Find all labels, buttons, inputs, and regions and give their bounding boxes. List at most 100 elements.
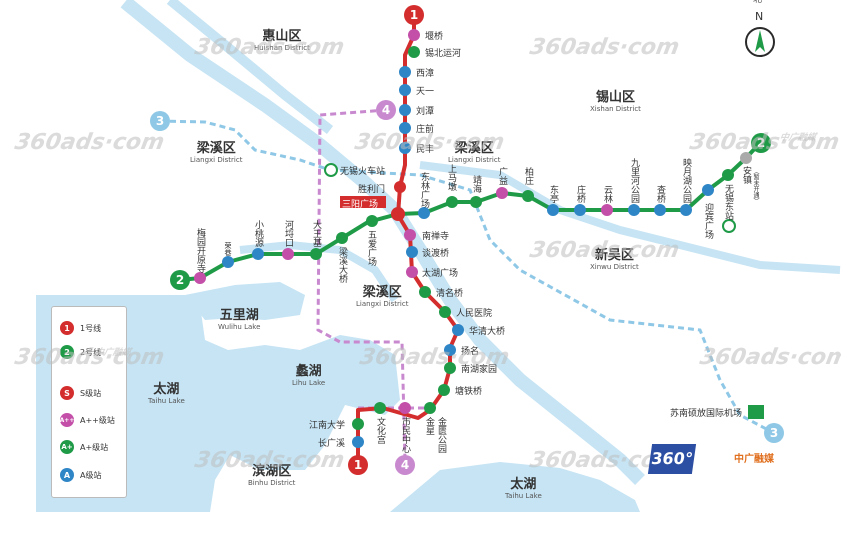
station-jiulihe xyxy=(628,204,640,216)
compass-top-label: 北 xyxy=(753,0,763,5)
station-guangyi xyxy=(496,187,508,199)
label-liangxidaqiao: 梁溪大桥 xyxy=(337,247,347,283)
airport-icon xyxy=(748,405,764,419)
line-2-badge-west: 2 xyxy=(170,270,190,290)
watermark: 360ads·com xyxy=(697,345,841,370)
compass-icon xyxy=(745,27,775,57)
railway-station-icon xyxy=(324,163,338,177)
label-shiminzhongxin: 市民中心 xyxy=(400,417,410,453)
line-3-west xyxy=(159,119,331,172)
station-shiminzhongxin xyxy=(399,402,411,414)
label-yangming: 扬名 xyxy=(461,347,480,357)
station-wuai xyxy=(366,215,378,227)
station-jinxing xyxy=(424,402,436,414)
label-donglin: 东林广场 xyxy=(419,172,429,208)
label-qingming: 清名桥 xyxy=(436,289,464,299)
label-yanqiao: 堰桥 xyxy=(425,32,444,42)
label-yingbin: 迎宾广场 xyxy=(703,203,713,239)
station-chaqiao xyxy=(654,204,666,216)
label-anzhen: 安镇 xyxy=(741,166,751,184)
station-anzhen xyxy=(740,152,752,164)
watermark-cn: 中广融媒 xyxy=(93,348,132,358)
station-zhuangqian xyxy=(399,122,411,134)
label-minfeng: 民丰 xyxy=(416,145,435,155)
station-renmin xyxy=(439,306,451,318)
station-shangmadun xyxy=(446,196,458,208)
brand-cn-label: 中广融媒 xyxy=(734,454,774,465)
station-meiyuan xyxy=(194,272,206,284)
station-xibeiyunhe xyxy=(408,46,420,58)
watermark-cn: 中广融媒 xyxy=(778,133,817,143)
station-zhuangqiao xyxy=(574,204,586,216)
station-sanyang xyxy=(391,207,405,221)
label-taihuguangchang: 太湖广场 xyxy=(422,269,459,279)
station-donglin xyxy=(418,207,430,219)
label-railway-station: 无锡火车站 xyxy=(340,167,386,177)
taihu-lake-west xyxy=(36,295,400,512)
label-wenhuagong: 文化宫 xyxy=(375,417,385,444)
label-jinxing: 金星 xyxy=(424,417,434,435)
line-4-badge-north: 4 xyxy=(376,100,396,120)
label-chaqiao: 查桥 xyxy=(655,185,665,203)
label-anzhen-note: （暂未开通） xyxy=(752,168,759,204)
label-huaqing: 华清大桥 xyxy=(469,327,506,337)
line-3-east xyxy=(329,168,773,434)
label-wuai: 五爱广场 xyxy=(366,230,376,266)
station-nanhu xyxy=(444,362,456,374)
station-yangming xyxy=(444,344,456,356)
compass-letter: N xyxy=(755,10,764,23)
label-yingyuehu: 映月湖公园 xyxy=(681,158,691,203)
station-dawangji xyxy=(310,248,322,260)
watermark: 360ads·com xyxy=(12,345,167,370)
label-airport: 苏南硕放国际机场 xyxy=(670,409,743,419)
label-zhuangqiao: 庄桥 xyxy=(575,185,585,203)
label-interchange: 三阳广场 xyxy=(342,200,379,210)
river-east xyxy=(419,161,841,274)
line-3-badge-west: 3 xyxy=(150,111,170,131)
river-main xyxy=(120,0,645,485)
station-yanqiao xyxy=(408,29,420,41)
station-nanchansi xyxy=(404,229,416,241)
station-xizhang xyxy=(399,66,411,78)
station-qingming xyxy=(419,286,431,298)
label-nanchansi: 南禅寺 xyxy=(422,232,450,242)
station-helekou xyxy=(282,248,294,260)
label-baizhuang: 柏庄 xyxy=(523,167,533,185)
station-jiangnan xyxy=(352,418,364,430)
wuxidong-rail-icon xyxy=(722,219,736,233)
station-wuxidong xyxy=(722,169,734,181)
station-rongxiang xyxy=(222,256,234,268)
water-bodies xyxy=(36,0,841,512)
label-rongxiang: 荣巷 xyxy=(224,242,232,256)
line-3-badge-east: 3 xyxy=(764,423,784,443)
legend-aplusplus: A++A++级站 xyxy=(60,413,115,427)
station-liutan xyxy=(399,104,411,116)
watermark: 360ads·com xyxy=(192,448,347,473)
label-helekou: 河埒口 xyxy=(283,220,293,247)
label-changguangxi: 长广溪 xyxy=(318,439,346,449)
station-taihuguangchang xyxy=(406,266,418,278)
watermark: 360ads·com xyxy=(687,130,841,155)
label-nanhu: 南湖家园 xyxy=(461,365,498,375)
label-meiyuan: 梅园开原寺 xyxy=(195,228,205,273)
label-jiangnan: 江南大学 xyxy=(309,421,346,431)
station-changguangxi xyxy=(352,436,364,448)
station-xiaotaoyuan xyxy=(252,248,264,260)
station-tandu xyxy=(406,246,418,258)
label-shenglimen: 胜利门 xyxy=(358,185,386,195)
label-dongting: 东亭 xyxy=(548,185,558,203)
